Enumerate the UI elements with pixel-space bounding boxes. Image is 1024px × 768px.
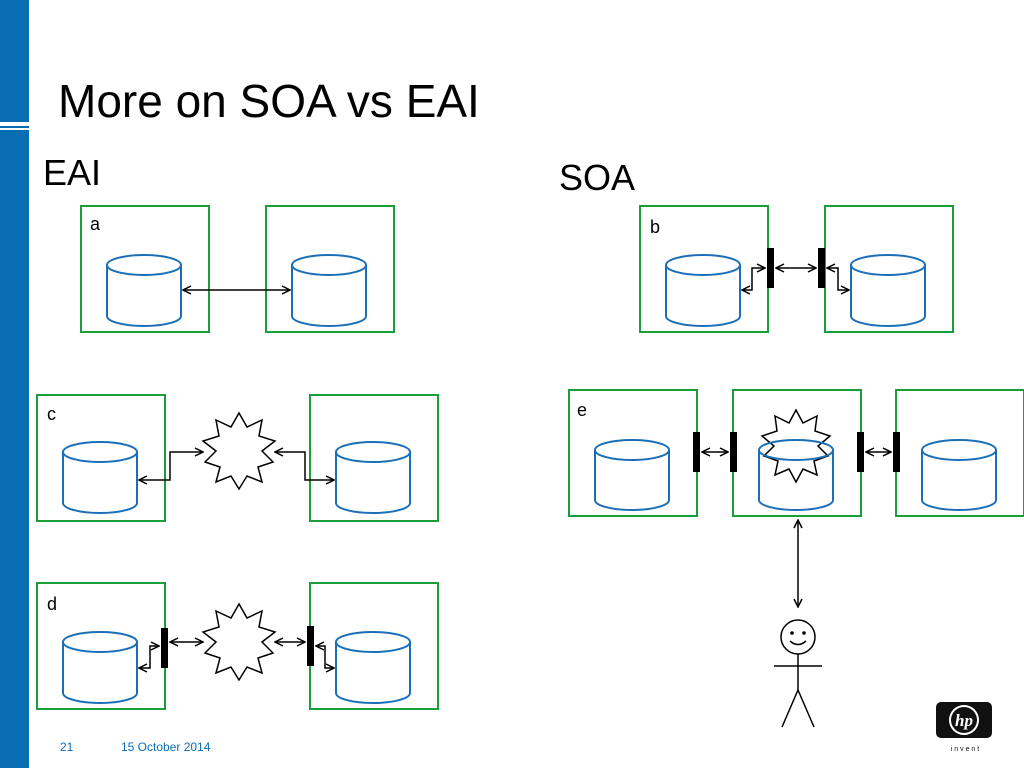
- service-interface-bar: [893, 432, 900, 472]
- service-interface-bar: [818, 248, 825, 288]
- middleware-burst-icon: [201, 602, 277, 682]
- logo-text: hp: [955, 711, 973, 730]
- database-icon: [594, 439, 670, 511]
- slide-date: 15 October 2014: [121, 740, 211, 754]
- service-interface-bar: [693, 432, 700, 472]
- connector-arrow: [275, 452, 334, 480]
- database-icon: [850, 254, 926, 327]
- slide-title: More on SOA vs EAI: [58, 75, 480, 127]
- eai-heading: EAI: [43, 152, 102, 193]
- panel-label-d: d: [47, 594, 57, 614]
- page-number: 21: [60, 740, 74, 754]
- panel-label-a: a: [90, 214, 101, 234]
- database-icon: [106, 254, 182, 327]
- panel-d: d: [36, 582, 439, 710]
- connector-arrow: [316, 646, 334, 668]
- sidebar-accent-top: [0, 0, 29, 122]
- service-interface-bar: [857, 432, 864, 472]
- logo-tagline: i n v e n t: [951, 746, 979, 753]
- database-icon: [62, 441, 138, 514]
- panel-label-b: b: [650, 217, 660, 237]
- database-icon: [291, 254, 367, 327]
- database-icon: [921, 439, 997, 511]
- connector-arrow: [139, 646, 159, 668]
- middleware-burst-icon: [760, 408, 832, 484]
- connector-arrow: [742, 268, 765, 290]
- hp-invent-logo: hp i n v e n t: [936, 702, 992, 753]
- middleware-burst-icon: [201, 411, 277, 491]
- database-icon: [665, 254, 741, 327]
- service-interface-bar: [307, 626, 314, 666]
- database-icon: [335, 441, 411, 514]
- system-box: [265, 205, 395, 333]
- service-interface-bar: [730, 432, 737, 472]
- panel-label-e: e: [577, 400, 587, 420]
- panel-label-c: c: [47, 404, 56, 424]
- sidebar-divider: [0, 126, 29, 128]
- panel-b: b: [639, 205, 954, 333]
- service-interface-bar: [161, 628, 168, 668]
- database-icon: [335, 631, 411, 704]
- stick-figure-user-icon: [774, 619, 822, 728]
- database-icon: [62, 631, 138, 704]
- service-interface-bar: [767, 248, 774, 288]
- sidebar-accent-bottom: [0, 130, 29, 768]
- panel-e: e: [568, 389, 1024, 728]
- panel-c: c: [36, 394, 439, 522]
- connector-arrow: [139, 452, 203, 480]
- database-icon: [758, 439, 834, 511]
- system-box: [80, 205, 210, 333]
- panel-a: a: [80, 205, 395, 333]
- soa-heading: SOA: [559, 157, 636, 198]
- connector-arrow: [827, 268, 849, 290]
